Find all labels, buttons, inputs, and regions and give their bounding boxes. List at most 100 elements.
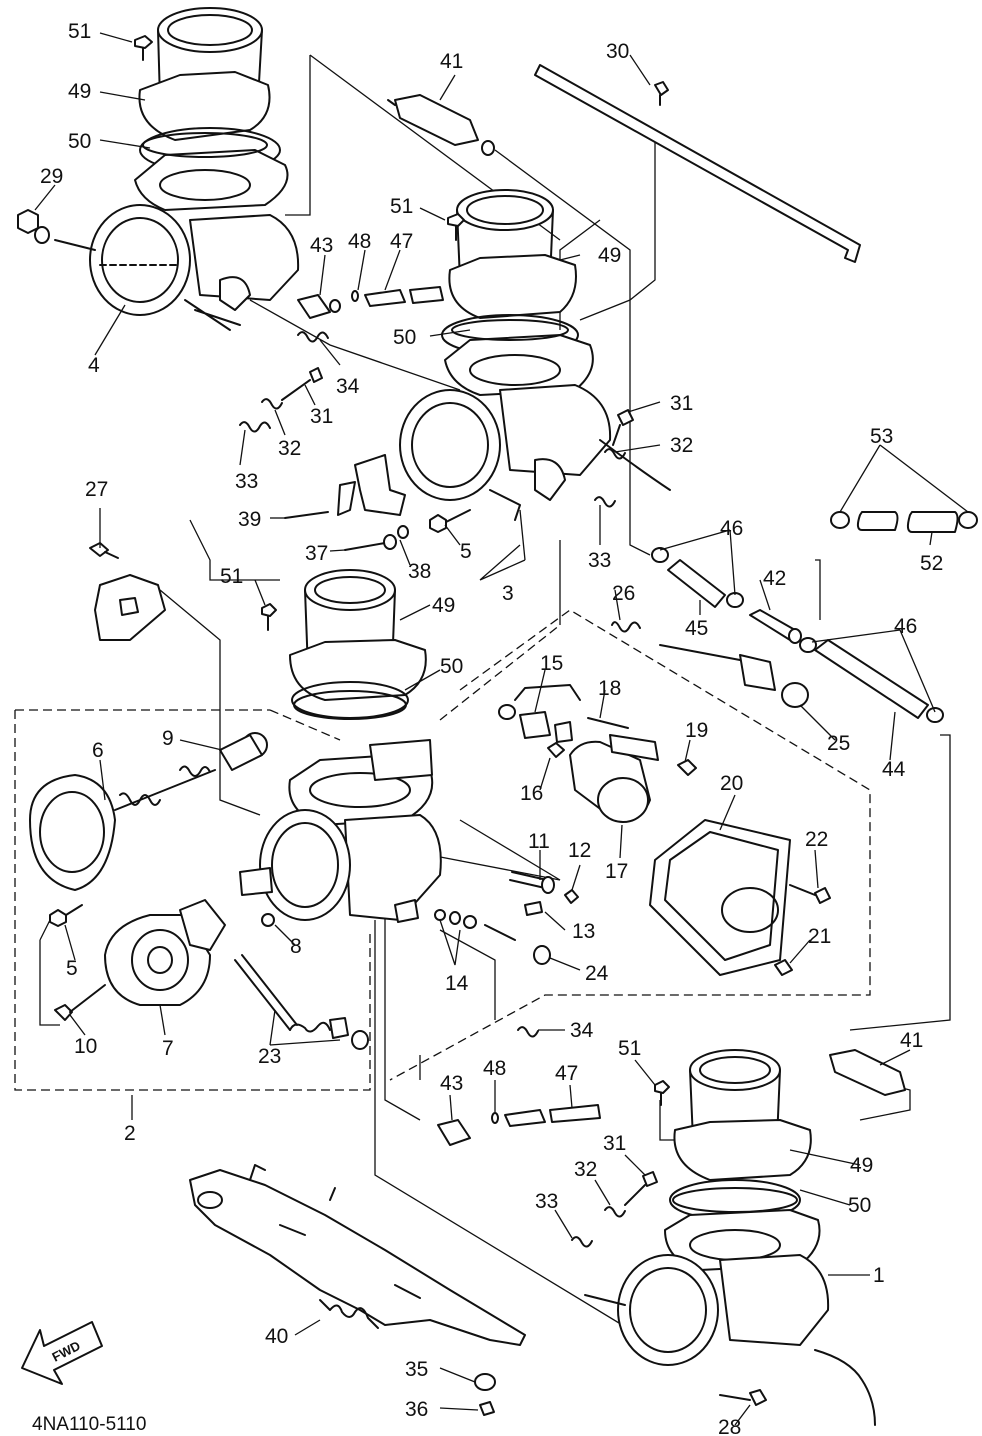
screw-36 — [479, 1401, 495, 1416]
callout-48: 48 — [483, 1057, 506, 1080]
callout-34: 34 — [570, 1019, 594, 1042]
callout-42: 42 — [763, 567, 786, 590]
jet-11-12-13 — [509, 871, 579, 916]
cable-25 — [659, 644, 809, 708]
spring-40 — [319, 1299, 379, 1329]
throttle-stop-group-bottom — [437, 1026, 658, 1248]
callout-50: 50 — [68, 130, 91, 153]
callout-51: 51 — [220, 565, 243, 588]
screw-10 — [54, 984, 106, 1021]
callout-23: 23 — [258, 1045, 281, 1068]
callout-20: 20 — [720, 772, 743, 795]
link-plate — [189, 1164, 526, 1346]
callout-26: 26 — [612, 582, 635, 605]
callout-37: 37 — [305, 542, 328, 565]
callout-leaders — [34, 32, 969, 1426]
callout-33: 33 — [235, 470, 258, 493]
callout-4: 4 — [88, 354, 100, 377]
callout-51: 51 — [390, 195, 413, 218]
callout-1: 1 — [873, 1264, 885, 1287]
callout-46: 46 — [720, 517, 743, 540]
callout-51: 51 — [618, 1037, 641, 1060]
callout-45: 45 — [685, 617, 708, 640]
callout-29: 29 — [40, 165, 63, 188]
bracket-39 — [284, 454, 406, 519]
callout-18: 18 — [598, 677, 621, 700]
callout-24: 24 — [585, 962, 609, 985]
callout-33: 33 — [588, 549, 611, 572]
throttle-stop-group-top — [239, 286, 444, 433]
screw-16 — [547, 742, 565, 758]
callout-9: 9 — [162, 727, 174, 750]
cap-6 — [29, 765, 216, 891]
joint-41-top — [387, 94, 495, 156]
screw-19 — [677, 759, 697, 776]
float-valve-15 — [498, 684, 581, 743]
float-chamber-boundary — [389, 609, 871, 1081]
callout-41: 41 — [900, 1029, 923, 1052]
carburetor-1 — [584, 1049, 876, 1426]
callout-49: 49 — [68, 80, 91, 103]
callout-34: 34 — [336, 375, 360, 398]
callout-53: 53 — [870, 425, 893, 448]
callout-14: 14 — [445, 972, 469, 995]
callout-44: 44 — [882, 758, 906, 781]
callout-33: 33 — [535, 1190, 558, 1213]
joint-41-bottom — [829, 1049, 906, 1096]
callout-6: 6 — [92, 739, 104, 762]
callout-47: 47 — [555, 1062, 578, 1085]
callout-27: 27 — [85, 478, 108, 501]
callout-5: 5 — [460, 540, 472, 563]
assembly-leader-lines — [39, 54, 951, 1361]
callout-38: 38 — [408, 560, 431, 583]
float-17 — [569, 734, 659, 823]
callout-50: 50 — [848, 1194, 871, 1217]
callout-13: 13 — [572, 920, 595, 943]
callout-5: 5 — [66, 957, 78, 980]
screw-8 — [261, 913, 275, 927]
callout-41: 41 — [440, 50, 463, 73]
callout-49: 49 — [598, 244, 621, 267]
joint-42 — [749, 609, 802, 644]
callout-10: 10 — [74, 1035, 97, 1058]
carburetor-3 — [399, 189, 671, 521]
callout-46: 46 — [894, 615, 917, 638]
pin-18 — [587, 717, 629, 729]
callout-21: 21 — [808, 925, 831, 948]
diagram-code: 4NA110-5110 — [32, 1414, 146, 1435]
callout-15: 15 — [540, 652, 563, 675]
callout-16: 16 — [520, 782, 543, 805]
hose-52-clamps-53 — [830, 511, 978, 533]
spring-26 — [611, 621, 641, 633]
callout-22: 22 — [805, 828, 828, 851]
callout-49: 49 — [432, 594, 455, 617]
callout-32: 32 — [574, 1158, 597, 1181]
callout-35: 35 — [405, 1358, 428, 1381]
bracket-27 — [89, 542, 166, 641]
callout-17: 17 — [605, 860, 628, 883]
screw-21 — [774, 959, 793, 976]
diaphragm-7 — [104, 899, 226, 1006]
assembly-2-boundary — [14, 709, 371, 1091]
spring-9 — [219, 732, 268, 771]
callout-30: 30 — [606, 40, 629, 63]
callout-43: 43 — [440, 1072, 463, 1095]
needle-23 — [234, 954, 369, 1050]
gasket-50-bottom — [672, 1187, 798, 1213]
callout-31: 31 — [670, 392, 693, 415]
callout-31: 31 — [603, 1132, 626, 1155]
stay-bracket-30 — [534, 64, 861, 263]
collar-35 — [474, 1373, 496, 1391]
callout-numbers: 51 49 50 29 4 30 41 51 49 50 43 48 47 34… — [40, 20, 943, 1436]
callout-51: 51 — [68, 20, 91, 43]
gasket-50-center — [293, 690, 407, 720]
callout-28: 28 — [718, 1416, 741, 1436]
hose-45 — [651, 547, 744, 608]
gasket-50-middle — [451, 319, 569, 341]
callout-8: 8 — [290, 935, 302, 958]
fwd-arrow-icon: FWD — [21, 1321, 103, 1385]
carburetor-4 — [89, 7, 300, 331]
hose-44 — [799, 637, 944, 723]
callout-7: 7 — [162, 1037, 174, 1060]
